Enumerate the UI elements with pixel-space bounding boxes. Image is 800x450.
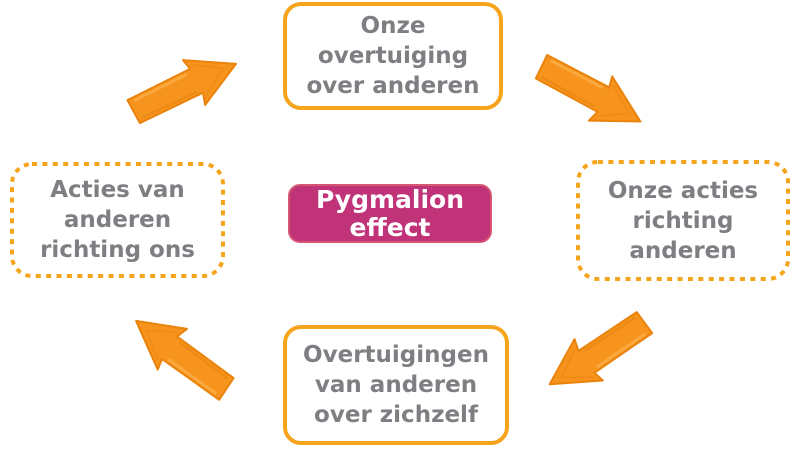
- node-bottom-box: Overtuigingen van anderen over zichzelf: [283, 325, 509, 445]
- arrow-down-right-icon: [534, 53, 642, 123]
- center-badge: Pygmalion effect: [288, 184, 492, 243]
- node-top-line: overtuiging: [317, 43, 469, 69]
- node-left-line: Acties van: [50, 177, 185, 203]
- node-bottom-line: van anderen: [314, 372, 478, 398]
- node-top-line: Onze: [360, 13, 426, 39]
- center-badge-line: effect: [349, 212, 431, 242]
- node-right-line: richting: [632, 207, 734, 234]
- node-right-line: Onze acties: [607, 177, 759, 204]
- node-right-box: Onze acties richting anderen: [576, 160, 790, 281]
- node-left-box: Acties van anderen richting ons: [10, 162, 225, 278]
- arrow-up-left-icon: [135, 319, 235, 401]
- arrow-down-left-icon: [548, 311, 654, 386]
- node-top-box: Onze overtuiging over anderen: [283, 2, 503, 110]
- node-left-line: richting ons: [40, 237, 195, 263]
- center-badge-line: Pygmalion: [315, 184, 464, 214]
- node-left-line: anderen: [63, 207, 172, 233]
- node-top-line: over anderen: [306, 73, 480, 99]
- arrow-up-right-icon: [126, 59, 238, 125]
- node-right-line: anderen: [629, 237, 737, 264]
- node-bottom-line: Overtuigingen: [303, 342, 489, 368]
- node-bottom-line: over zichzelf: [314, 402, 478, 428]
